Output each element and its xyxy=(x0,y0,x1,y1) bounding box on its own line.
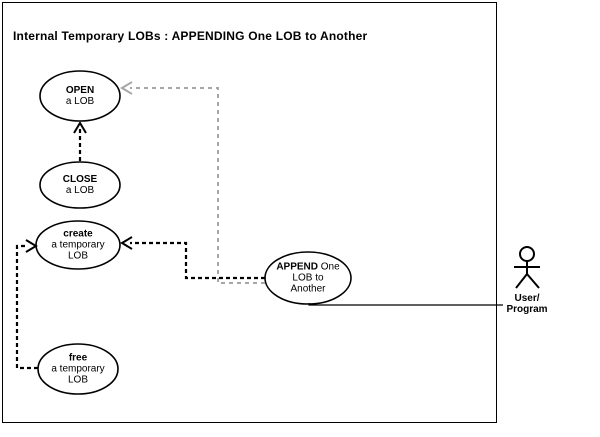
use-case-label-create: create a temporary LOB xyxy=(51,229,104,262)
actor-left-leg xyxy=(515,273,528,289)
use-case-append-name: APPEND xyxy=(276,261,318,273)
use-case-free-name: free xyxy=(68,352,88,364)
use-case-label-open: OPEN a LOB xyxy=(66,85,94,107)
use-case-free-line3: LOB xyxy=(67,374,89,386)
use-case-close-name: CLOSE xyxy=(62,174,98,185)
arrow-append-to-open xyxy=(130,87,265,284)
use-case-label-close: CLOSE a LOB xyxy=(63,174,97,196)
arrow-append-to-create xyxy=(130,241,265,280)
diagram-title: Internal Temporary LOBs : APPENDING One … xyxy=(13,29,368,43)
arrowhead-append-to-open xyxy=(120,81,133,95)
arrowhead-free-to-create xyxy=(25,239,38,253)
use-case-append-line1: APPEND One xyxy=(276,262,339,273)
association-append-to-actor xyxy=(308,303,503,306)
actor-head xyxy=(519,246,535,262)
arrow-free-to-create xyxy=(15,244,38,370)
use-case-ellipse-open-a-lob xyxy=(39,70,121,122)
use-case-append-line3: Another xyxy=(290,283,326,295)
actor-figure xyxy=(514,246,540,289)
use-case-label-free: free a temporary LOB xyxy=(51,353,104,386)
use-case-create-line2: a temporary xyxy=(51,239,105,251)
use-case-ellipse-close-a-lob xyxy=(39,161,121,209)
use-case-append-line2: LOB to xyxy=(292,272,324,284)
use-case-label-append: APPEND One LOB to Another xyxy=(276,262,339,295)
use-case-create-line3: LOB xyxy=(67,250,89,262)
actor-right-leg xyxy=(526,273,540,289)
actor-label-line1: User/ xyxy=(514,293,540,304)
actor-label: User/ Program xyxy=(506,293,547,315)
use-case-close-line2: a LOB xyxy=(65,185,95,196)
use-case-open-line2: a LOB xyxy=(65,96,95,107)
use-case-create-name: create xyxy=(63,228,93,240)
use-case-open-name: OPEN xyxy=(65,85,95,96)
diagram-frame xyxy=(2,2,497,423)
use-case-append-name-suffix: One xyxy=(318,261,340,273)
actor-label-line2: Program xyxy=(506,304,548,315)
arrowhead-append-to-create xyxy=(120,236,133,250)
arrowhead-close-to-open xyxy=(73,121,87,134)
use-case-free-line2: a temporary xyxy=(51,363,105,375)
